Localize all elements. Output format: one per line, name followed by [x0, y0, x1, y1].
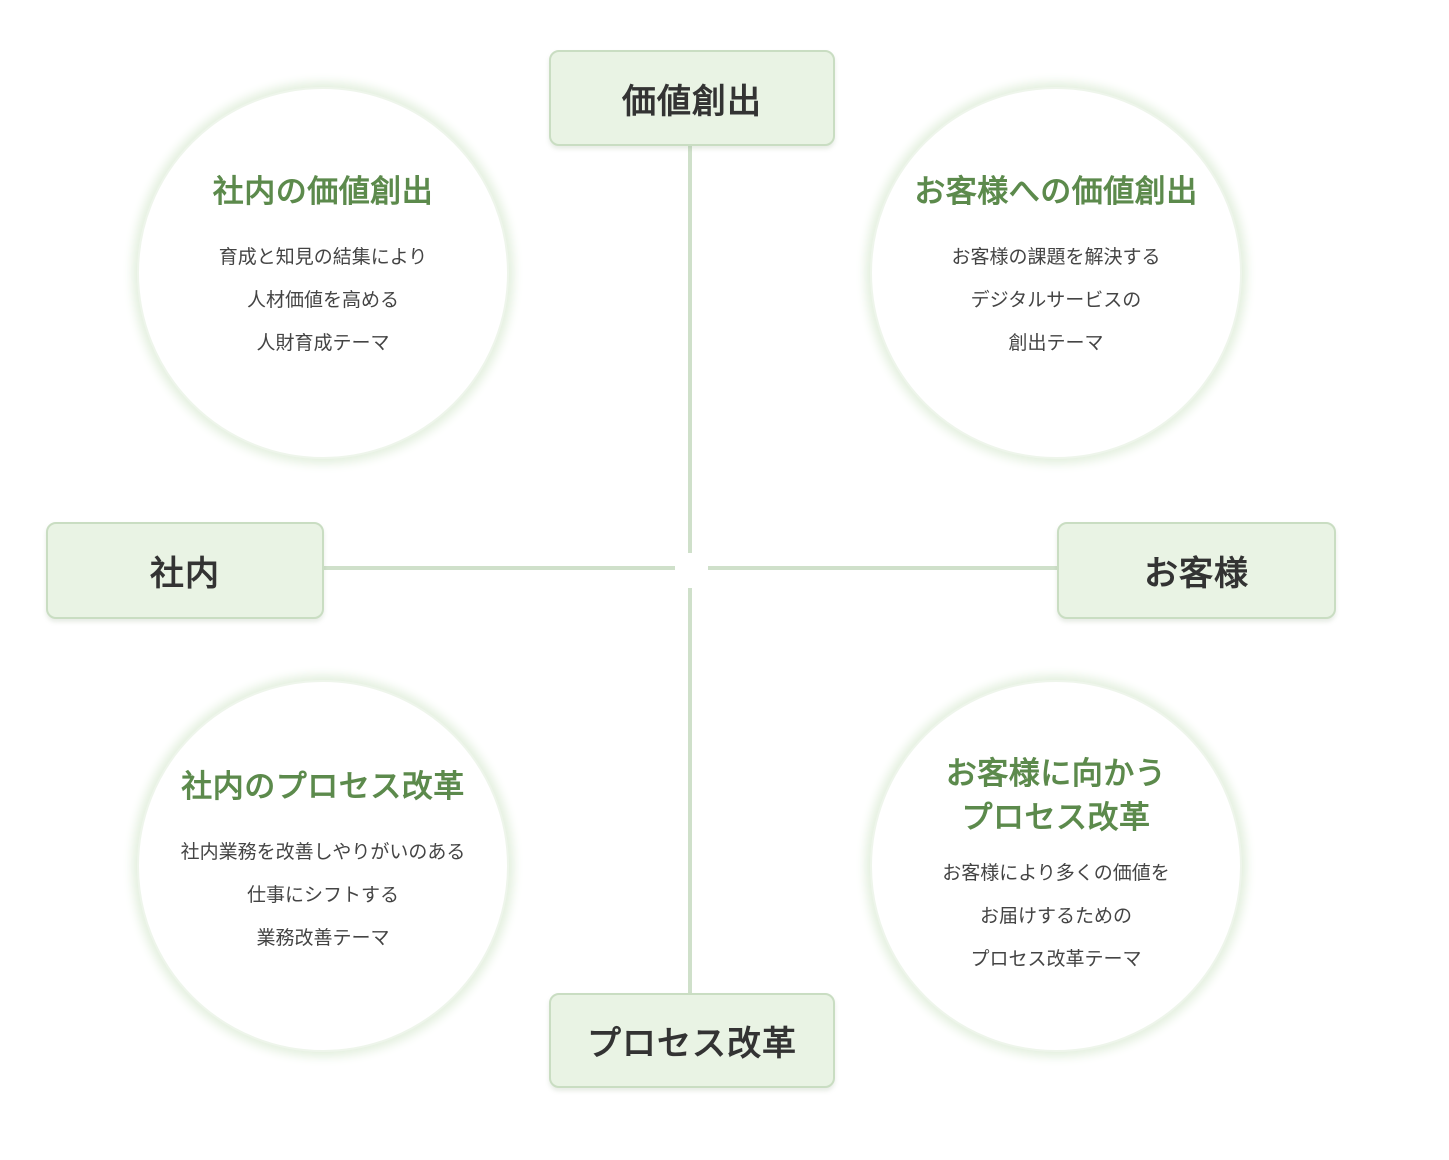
quadrant-title: 社内の価値創出 — [212, 173, 434, 210]
quadrant-description: 社内業務を改善しやりがいのある 仕事にシフトする 業務改善テーマ — [181, 831, 466, 960]
quadrant-circle-top-right: お客様への価値創出 お客様の課題を解決する デジタルサービスの 創出テーマ — [870, 87, 1242, 459]
axis-line-vertical-top — [688, 145, 692, 553]
axis-line-horizontal-left — [323, 566, 675, 570]
description-line: 創出テーマ — [1008, 331, 1104, 354]
description-line: 育成と知見の結集により — [218, 245, 428, 268]
quadrant-circle-bottom-left: 社内のプロセス改革 社内業務を改善しやりがいのある 仕事にシフトする 業務改善テ… — [137, 680, 509, 1052]
axis-line-horizontal-right — [708, 566, 1058, 570]
quadrant-description: お客様により多くの価値を お届けするための プロセス改革テーマ — [942, 852, 1170, 981]
quadrant-description: お客様の課題を解決する デジタルサービスの 創出テーマ — [951, 236, 1160, 365]
quadrant-description: 育成と知見の結集により 人材価値を高める 人財育成テーマ — [219, 236, 428, 365]
description-line: お客様の課題を解決する — [951, 245, 1161, 268]
description-line: 業務改善テーマ — [256, 926, 390, 949]
description-line: 仕事にシフトする — [246, 883, 399, 906]
quadrant-circle-bottom-right: お客様に向かう プロセス改革 お客様により多くの価値を お届けするための プロセ… — [870, 680, 1242, 1052]
axis-label-left: 社内 — [46, 522, 324, 619]
axis-line-vertical-bottom — [688, 588, 692, 993]
quadrant-title: お客様に向かう プロセス改革 — [945, 755, 1167, 836]
description-line: お届けするための — [979, 904, 1132, 927]
axis-label-bottom: プロセス改革 — [549, 993, 835, 1088]
description-line: 社内業務を改善しやりがいのある — [180, 840, 466, 863]
description-line: 人材価値を高める — [246, 288, 399, 311]
quadrant-title: お客様への価値創出 — [914, 173, 1198, 210]
axis-label-top: 価値創出 — [549, 50, 835, 146]
axis-label-right: お客様 — [1057, 522, 1336, 619]
quadrant-circle-top-left: 社内の価値創出 育成と知見の結集により 人材価値を高める 人財育成テーマ — [137, 87, 509, 459]
description-line: 人財育成テーマ — [256, 331, 390, 354]
description-line: プロセス改革テーマ — [970, 947, 1142, 970]
description-line: デジタルサービスの — [970, 288, 1142, 311]
quadrant-title: 社内のプロセス改革 — [181, 768, 465, 805]
description-line: お客様により多くの価値を — [942, 861, 1170, 884]
